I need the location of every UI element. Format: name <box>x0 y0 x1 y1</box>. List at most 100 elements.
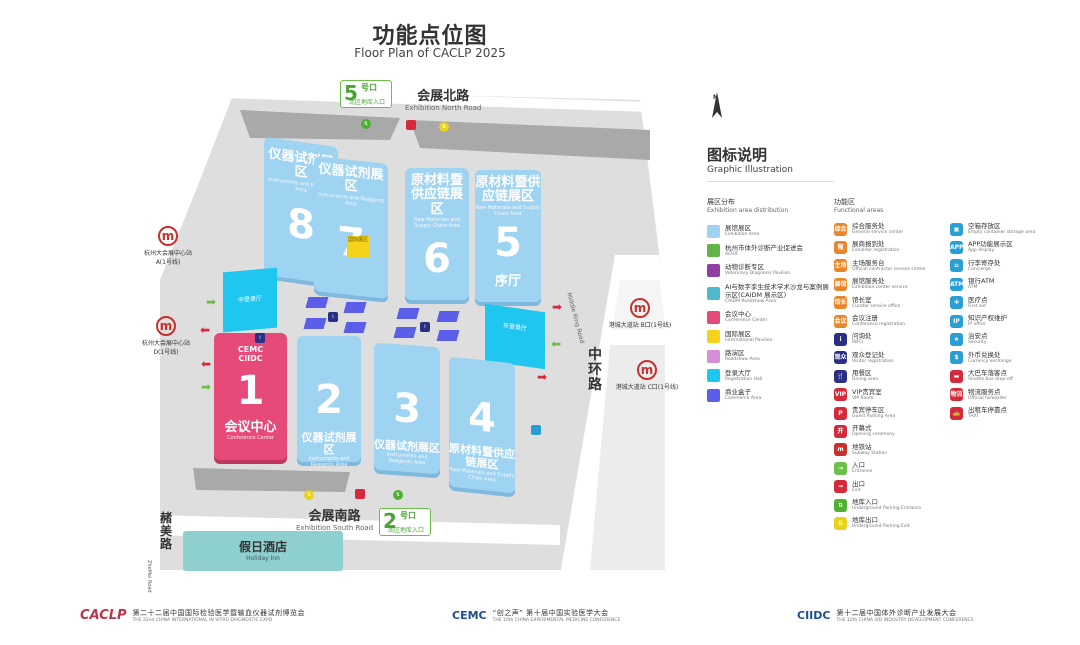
hall-2-en: Instruments and Reagents Area <box>308 456 350 469</box>
color-swatch <box>707 310 720 324</box>
legend-label-cn: 出租车停靠点 <box>968 406 1007 414</box>
entrance-arrow-icon: → <box>834 461 847 475</box>
legend-label-en: Underground Parking Entrance <box>852 506 922 511</box>
color-swatch <box>707 244 720 257</box>
hall-7[interactable]: 仪器试剂展区 Instruments and Reagents Area 7 <box>314 156 388 299</box>
commerce-box[interactable] <box>393 327 417 338</box>
legend-title: 图标说明 <box>707 146 768 164</box>
north-road <box>222 88 650 112</box>
hall-1-number: 1 <box>236 368 265 414</box>
metro-station-c[interactable]: m 港城大道站 C口(1号线) <box>612 360 682 391</box>
hall-6-en: Raw Materials and Supply Chain Area <box>413 216 461 229</box>
legend-label-en: Opening ceremony <box>852 432 895 438</box>
hall-2[interactable]: 2 仪器试剂展区 Instruments and Reagents Area <box>297 336 361 468</box>
security-icon: ★ <box>950 332 963 346</box>
gate-2-label: 号口 <box>400 511 416 520</box>
hall-6[interactable]: 原材料暨供应链展区 Raw Materials and Supply Chain… <box>405 168 469 300</box>
legend-label-en: Underground Parking Exit <box>852 524 910 530</box>
hall-1-conference-center[interactable]: CEMC CIIDC 1 会议中心 Conference Center <box>214 333 287 460</box>
ip-office-icon: IP <box>950 314 963 328</box>
gate-5-label: 号口 <box>361 83 377 92</box>
parking-entrance-icon: ⇅ <box>361 119 371 129</box>
hall-4[interactable]: 4 原材料暨供应链展区 Raw Materials and Supply Cha… <box>449 356 515 494</box>
commerce-box[interactable] <box>343 302 367 313</box>
legend-label-cn: 馆长室 <box>852 295 872 304</box>
page-title: 功能点位图 <box>372 24 488 49</box>
legend-label-en: Security <box>968 340 987 346</box>
holiday-inn-block <box>183 531 343 571</box>
forwarder-icon: 物流 <box>950 388 963 402</box>
registration-hall-east[interactable]: 东登录厅 <box>485 303 545 370</box>
commerce-box[interactable] <box>436 311 460 322</box>
legend-label-en: Subway Station <box>852 450 888 456</box>
bus-icon <box>355 489 365 499</box>
gate-2-sub: 南区地库入口 <box>387 527 424 534</box>
legend-label-en: VIP Room <box>852 395 874 401</box>
legend-label-cn: 物流服务点 <box>968 387 1001 396</box>
legend-label-cn: 银行ATM <box>968 277 995 286</box>
legend-label-cn: 地铁站 <box>852 442 872 451</box>
registration-hall-west[interactable]: 中登录厅 <box>223 267 277 333</box>
legend-label-cn: 会议注册 <box>852 314 878 322</box>
hall-5[interactable]: 原材料暨供应链展区 Raw Materials and Supply Chain… <box>475 170 541 302</box>
legend-label-en: Empty container storage area <box>968 230 1036 235</box>
color-swatch <box>707 369 720 382</box>
commerce-box[interactable] <box>303 318 327 329</box>
legend-label-cn: 外币兑换处 <box>968 350 1001 359</box>
bus-icon: ▬ <box>950 369 963 383</box>
subway-icon: m <box>637 360 657 380</box>
legend-label-cn: 路演区 <box>725 349 745 357</box>
commerce-box[interactable] <box>305 297 329 308</box>
commerce-box[interactable] <box>343 322 367 333</box>
hall-5-en: Raw Materials and Supply Chain Area <box>475 204 541 217</box>
parking-exit-icon: ⇅ <box>304 490 314 500</box>
international-pavilion[interactable]: 国际展区 <box>347 236 369 258</box>
commerce-box[interactable] <box>396 308 420 319</box>
hall-5-number: 5 <box>494 219 522 266</box>
legend-label-cn: AI与数字孪生技术学术沙龙与案例展示区(CAIDM 展示区) <box>725 282 829 299</box>
gate-2[interactable]: 2 号口 南区地库入口 <box>379 508 431 536</box>
ciidc-cn: 第十二届中国体外诊断产业发展大会 <box>836 609 957 617</box>
legend-label-cn: 观众登记处 <box>852 350 885 359</box>
color-swatch <box>707 388 720 402</box>
contractor-icon: 主场 <box>834 259 847 273</box>
color-swatch <box>707 349 720 363</box>
legend-label-cn: 杭州市体外诊断产业促进会 <box>725 243 803 252</box>
functions-heading: 功能区 Functional areas <box>834 197 883 214</box>
metro-c-label: 港城大道站 C口(1号线) <box>615 384 679 391</box>
info-icon: i <box>834 332 847 346</box>
visitor-reg-icon: 观众 <box>834 351 847 365</box>
gate-5[interactable]: 5 号口 北区地库入口 <box>340 80 392 108</box>
exit-arrow-icon: ⬅ <box>201 357 212 371</box>
vip-icon: VIP <box>834 388 847 402</box>
hall-3[interactable]: 3 仪器试剂展区 Instruments and Reagents Area <box>374 342 440 475</box>
north-label: N <box>713 94 719 101</box>
hall-1-name: 会议中心 <box>224 420 277 435</box>
commerce-box[interactable] <box>436 330 460 341</box>
south-road-cn: 会展南路 <box>308 509 361 524</box>
legend-label-en: Exhibition Area <box>725 232 760 237</box>
